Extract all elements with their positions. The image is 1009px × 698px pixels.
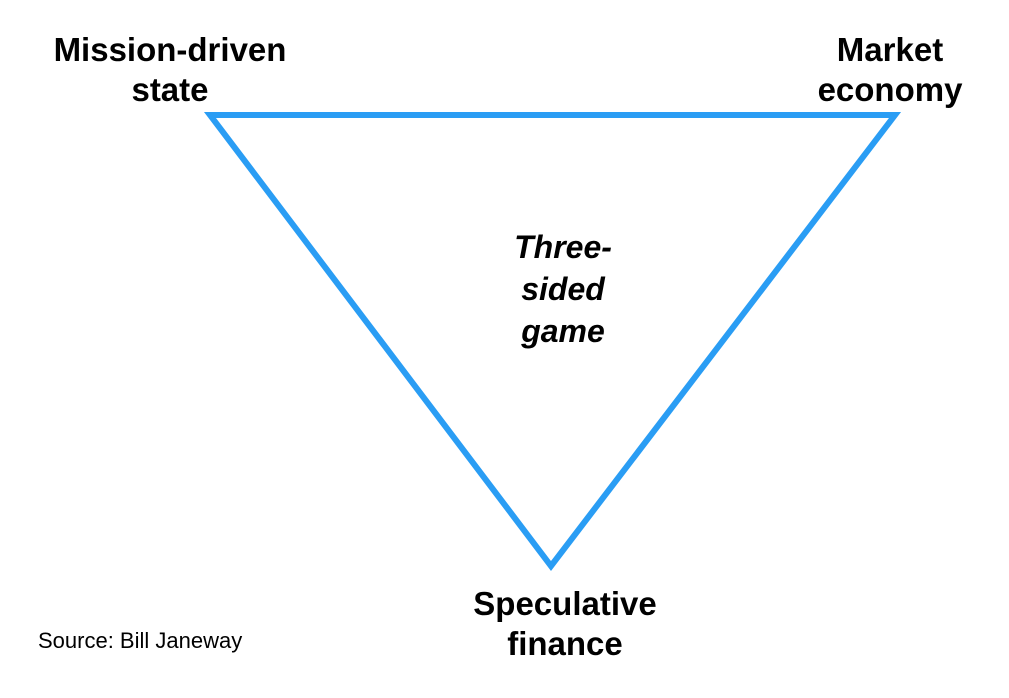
center-label-line: game [521, 313, 605, 349]
triangle-outline [203, 112, 902, 571]
vertex-label-line: Market [836, 31, 944, 68]
vertex-label-market-economy: Market economy [790, 30, 990, 110]
source-note: Source: Bill Janeway [38, 628, 243, 653]
center-label-three-sided-game: Three- sided game [463, 226, 663, 352]
vertex-label-line: finance [507, 625, 623, 662]
vertex-label-mission-driven-state: Mission-driven state [20, 30, 320, 110]
vertex-label-speculative-finance: Speculative finance [440, 584, 690, 664]
vertex-label-line: Mission-driven [53, 31, 287, 68]
center-label-line: sided [521, 271, 605, 307]
center-label-line: Three- [514, 229, 612, 265]
vertex-label-line: state [131, 71, 209, 108]
vertex-label-line: economy [817, 71, 963, 108]
vertex-label-line: Speculative [473, 585, 657, 622]
